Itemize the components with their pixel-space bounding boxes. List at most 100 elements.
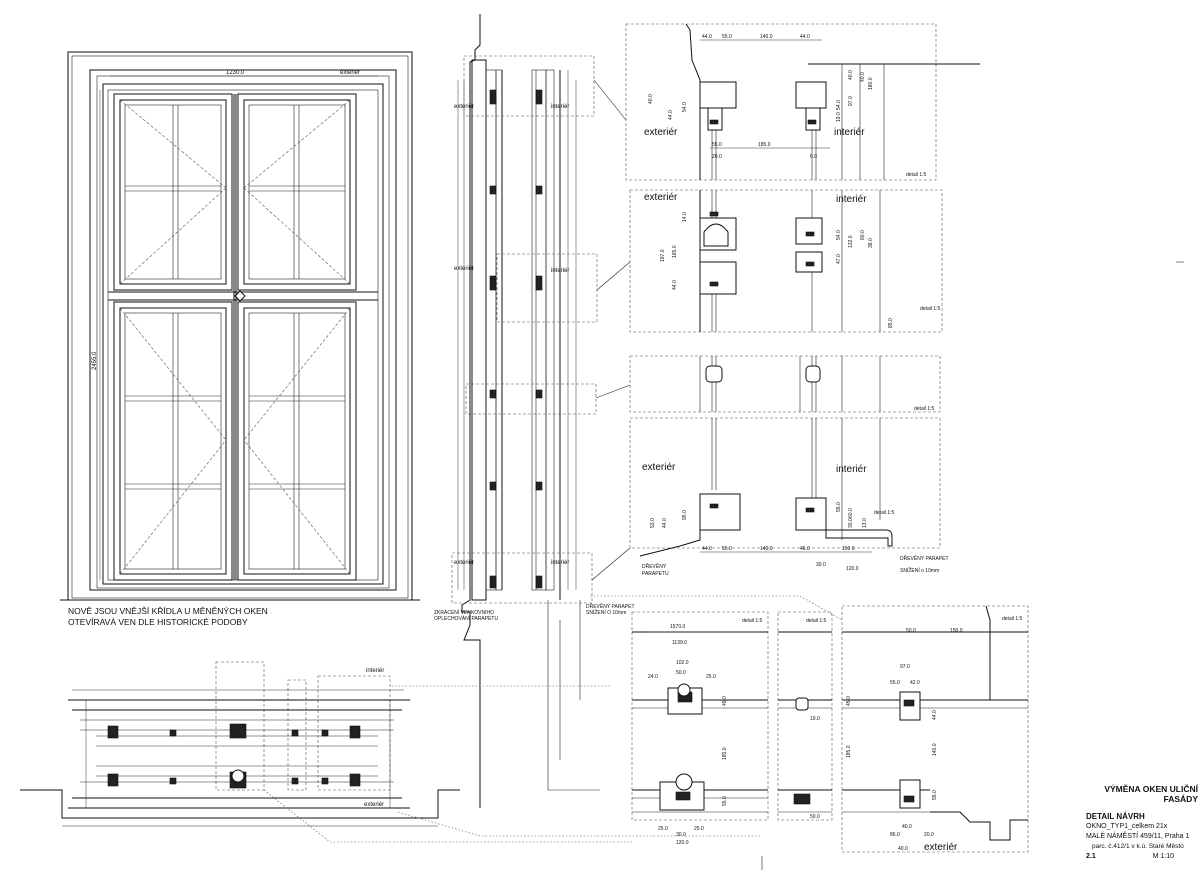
d5-dim-3: 102.0 bbox=[676, 660, 689, 666]
plan-exterior-label: exteriér bbox=[364, 802, 384, 808]
d4-dim-s4: 55.0 bbox=[836, 502, 842, 512]
d4-dim-b4: 46.0 bbox=[800, 546, 810, 552]
d1-dim-bottom-2: 55.0 bbox=[712, 142, 722, 148]
section-exterior-label-top: exteriér bbox=[454, 104, 474, 110]
d1-dim-side-2: 44.0 bbox=[668, 110, 674, 120]
section-interior-label-bottom: interiér bbox=[551, 560, 569, 566]
d2-dim-7: 47.0 bbox=[836, 254, 842, 264]
section-exterior-label-bottom: exteriér bbox=[454, 560, 474, 566]
d7-dim-14: 40.0 bbox=[902, 824, 912, 830]
d6-dim-2: 50.0 bbox=[810, 814, 820, 820]
d4-interior-label: interiér bbox=[836, 464, 867, 475]
project-title-line2: FASÁDY bbox=[1163, 794, 1198, 804]
plan-interior-label: interiér bbox=[366, 668, 384, 674]
d1-scale: detail 1:5 bbox=[906, 172, 927, 178]
d7-dim-11: 86.0 bbox=[890, 832, 900, 838]
d4-dim-s3: 95.0 bbox=[682, 510, 688, 520]
d1-dim-side-3: 54.0 bbox=[682, 102, 688, 112]
d7-dim-10: 55.0 bbox=[932, 790, 938, 800]
elevation-exterior-label: exteriér bbox=[340, 70, 360, 76]
d5-dim-6: 25.0 bbox=[706, 674, 716, 680]
drawing-scale: M 1:10 bbox=[1152, 853, 1174, 860]
d4-exterior-label: exteriér bbox=[642, 462, 676, 473]
d4-scale: detail 1:5 bbox=[874, 510, 895, 516]
d4-dim-s7: 13.0 bbox=[862, 518, 868, 528]
d5-dim-11: 30.0 bbox=[676, 832, 686, 838]
d2-dim-8: 54.0 bbox=[836, 230, 842, 240]
d5-dim-13: 120.0 bbox=[676, 840, 689, 846]
d1-dim-bottom-4: 6.0 bbox=[810, 154, 817, 160]
d7-dim-8: 140.0 bbox=[932, 743, 938, 756]
d7-dim-6: 45.0 bbox=[846, 696, 852, 706]
d7-dim-1: 50.0 bbox=[906, 628, 916, 634]
sheet-number: 2.1 bbox=[1086, 853, 1096, 860]
d4-note-right-1: DŘEVĚNÝ PARAPET bbox=[900, 554, 949, 562]
elevation-note-line2: OTEVÍRAVÁ VEN DLE HISTORICKÉ PODOBY bbox=[68, 617, 248, 627]
d7-dim-3: 97.0 bbox=[900, 664, 910, 670]
d1-dim-top-1: 44.0 bbox=[702, 34, 712, 40]
d7-dim-7: 185.0 bbox=[846, 745, 852, 758]
project-address: MALÉ NÁMĚSTÍ 459/11, Praha 1 bbox=[1086, 833, 1190, 840]
d1-dim-side-7: 19.0 bbox=[836, 112, 842, 122]
detail-mid-rail: detail 1:5 bbox=[629, 355, 941, 413]
d7-dim-4: 55.0 bbox=[890, 680, 900, 686]
d2-dim-1: 197.0 bbox=[660, 249, 666, 262]
d2-exterior-label: exteriér bbox=[644, 192, 678, 203]
d1-dim-top-2: 55.0 bbox=[722, 34, 732, 40]
d7-dim-9: 44.0 bbox=[932, 710, 938, 720]
d1-exterior-label: exteriér bbox=[644, 127, 678, 138]
drawing-file: OKNO_TYP1_celkem 21x bbox=[1086, 823, 1168, 830]
elevation-width-dim: 1230.0 bbox=[226, 70, 245, 76]
d4-dim-b2: 55.0 bbox=[722, 546, 732, 552]
section-interior-label-mid: interiér bbox=[551, 268, 569, 274]
d1-dim-top-4: 44.0 bbox=[800, 34, 810, 40]
d3-scale: detail 1:5 bbox=[914, 406, 935, 412]
d4-dim-s5: 60.0 bbox=[848, 508, 854, 518]
sheet-info-row: 2.1 M 1:10 bbox=[1086, 852, 1198, 862]
d7-dim-13: 40.0 bbox=[898, 846, 908, 852]
d4-note-left-2: PARAPETU bbox=[642, 571, 669, 577]
detail-head: 44.0 55.0 140.0 44.0 185.0 55.0 20.0 6.0… bbox=[625, 23, 980, 181]
d2-scale: detail 1:5 bbox=[920, 306, 941, 312]
d4-dim-b3: 140.0 bbox=[760, 546, 773, 552]
horizontal-section-plan: interiér exteriér bbox=[20, 595, 843, 843]
detail-plan-glazing-bar: 19.0 50.0 detail 1:5 bbox=[777, 611, 833, 821]
d2-dim-3: 44.0 bbox=[672, 280, 678, 290]
section-exterior-label-mid: exteriér bbox=[454, 266, 474, 272]
d2-dim-6: 38.0 bbox=[868, 238, 874, 248]
d5-dim-10: 25.0 bbox=[658, 826, 668, 832]
d2-dim-4: 14.0 bbox=[682, 212, 688, 222]
detail-meeting-rail: 197.0 165.0 44.0 14.0 132.0 38.0 47.0 54… bbox=[629, 189, 943, 333]
d4-dim-b6: 30.0 bbox=[816, 562, 826, 568]
elevation-height-dim: 2455.0 bbox=[92, 351, 98, 370]
d1-interior-label: interiér bbox=[834, 127, 865, 138]
d1-dim-top-3: 140.0 bbox=[760, 34, 773, 40]
project-title-line1: VÝMĚNA OKEN ULIČNÍ bbox=[1104, 784, 1198, 794]
section-note-left-2: OPLECHOVÁNÍ PARAPETU bbox=[434, 615, 498, 622]
d7-dim-12: 20.0 bbox=[924, 832, 934, 838]
d1-dim-side-6: 97.0 bbox=[848, 96, 854, 106]
d7-dim-2: 150.0 bbox=[950, 628, 963, 634]
d7-dim-5: 42.0 bbox=[910, 680, 920, 686]
detail-plan-jamb: 50.0 150.0 97.0 55.0 42.0 45.0 185.0 140… bbox=[841, 605, 1029, 853]
d5-dim-9: 55.0 bbox=[722, 796, 728, 806]
d5-dim-12: 25.0 bbox=[694, 826, 704, 832]
d1-dim-bottom-3: 20.0 bbox=[712, 154, 722, 160]
d2-dim-10: 85.0 bbox=[888, 318, 894, 328]
d5-dim-4: 50.0 bbox=[676, 670, 686, 676]
d7-scale: detail 1:5 bbox=[1002, 616, 1023, 622]
d2-dim-2: 165.0 bbox=[672, 245, 678, 258]
parcel-info: parc. č.412/1 v k.ú. Staré Město bbox=[1092, 843, 1184, 850]
d1-dim-side-8: 180.0 bbox=[868, 77, 874, 90]
d4-dim-s1: 53.0 bbox=[650, 518, 656, 528]
d6-dim-1: 19.0 bbox=[810, 716, 820, 722]
d4-dim-b5: 150.0 bbox=[842, 546, 855, 552]
detail-sill: 44.0 55.0 140.0 46.0 150.0 30.0 120.0 53… bbox=[629, 417, 949, 577]
title-block: VÝMĚNA OKEN ULIČNÍ FASÁDY DETAIL NÁVRH O… bbox=[1086, 784, 1198, 862]
d4-note-right-2: SNÍŽENÍ o 10mm bbox=[900, 566, 939, 574]
vertical-section: exteriér interiér exteriér interiér exte… bbox=[434, 14, 635, 808]
d5-dim-5: 24.0 bbox=[648, 674, 658, 680]
d1-dim-side-9: 40.0 bbox=[860, 72, 866, 82]
d5-dim-8: 185.0 bbox=[722, 747, 728, 760]
